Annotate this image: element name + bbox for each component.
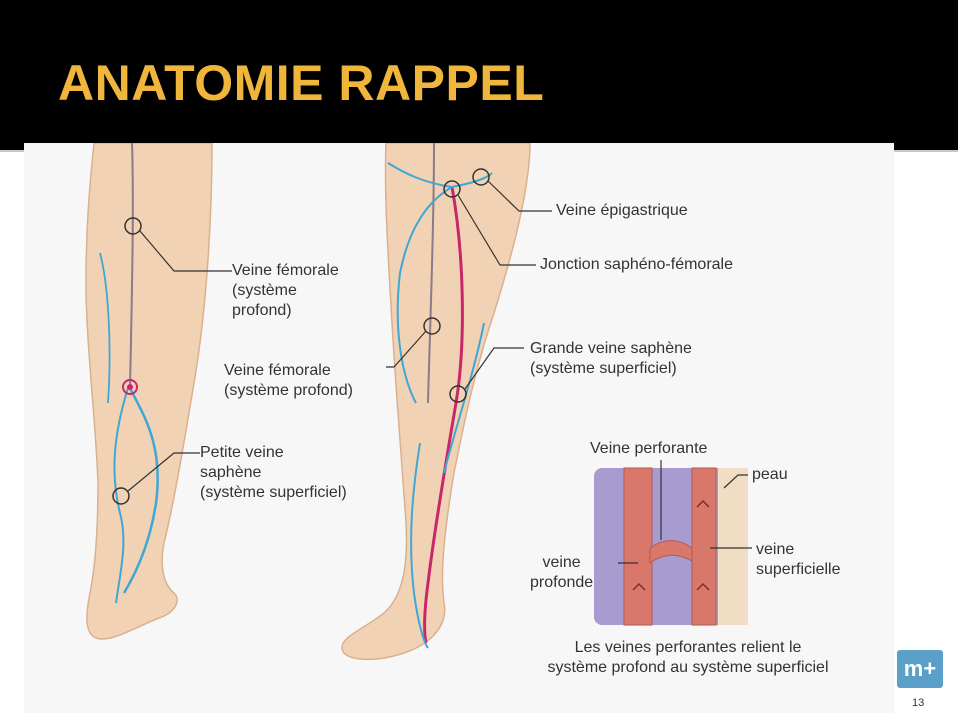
posterior-leg-skin <box>85 143 213 640</box>
anterior-superficial-vein-2 <box>443 322 485 474</box>
slide-title: ANATOMIE RAPPEL <box>58 55 545 111</box>
inset-superficial-vein <box>691 467 717 626</box>
label-grande-veine-saphene: Grande veine saphène (système superficie… <box>530 340 692 377</box>
brand-logo: m+ <box>897 650 943 688</box>
marker-posterior-femoral <box>124 217 142 235</box>
great-saphenous-vein <box>423 186 464 644</box>
inset-skin-layer <box>718 468 748 625</box>
label-peau: peau <box>752 466 788 483</box>
anterior-leg <box>341 143 552 661</box>
inset-deep-vein <box>623 467 653 626</box>
epigastric-vein <box>451 172 493 188</box>
label-veine-femorale-anterior: Veine fémorale (système profond) <box>224 362 353 399</box>
anterior-superficial-vein-3 <box>410 442 429 649</box>
posterior-superficial-vein <box>113 387 129 604</box>
marker-great-saphenous <box>449 385 467 403</box>
label-veine-perforante: Veine perforante <box>590 440 708 457</box>
marker-junction <box>443 180 461 198</box>
inset-valve-deep <box>632 582 646 591</box>
label-veine-epigastrique: Veine épigastrique <box>556 202 688 219</box>
label-petite-veine-saphene: Petite veine saphène (système superficie… <box>200 444 347 501</box>
marker-epigastric <box>472 168 490 186</box>
label-veine-superficielle: veine superficielle <box>756 541 841 578</box>
anterior-femoral-vein <box>427 143 435 404</box>
inset-caption: Les veines perforantes relient le systèm… <box>547 639 829 676</box>
title-bar: ANATOMIE RAPPEL <box>0 0 958 150</box>
anterior-leg-skin <box>341 143 531 661</box>
leader-great-saphenous <box>464 347 524 390</box>
logo-text: m+ <box>903 656 937 681</box>
anterior-superficial-vein-1 <box>396 186 453 404</box>
leader-small-saphenous <box>127 452 200 492</box>
small-saphenous-vein <box>122 387 159 594</box>
posterior-thigh-vein <box>99 252 111 404</box>
leader-junction <box>457 194 536 266</box>
slide-number: 13 <box>912 697 925 709</box>
posterior-femoral-vein <box>129 143 134 389</box>
marker-anterior-femoral <box>423 317 441 335</box>
leader-epigastric <box>487 180 552 212</box>
anatomy-figure: Veine fémorale (système profond) Petite … <box>24 143 894 713</box>
label-veine-profonde: veine profonde <box>530 554 594 591</box>
inset-valve-superficial-high <box>696 499 710 508</box>
posterior-leg <box>85 143 232 640</box>
leader-anterior-femoral <box>386 330 427 368</box>
perforator-inset <box>594 460 752 626</box>
marker-popliteal <box>122 379 138 395</box>
leader-posterior-femoral <box>139 230 232 272</box>
label-jonction: Jonction saphéno-fémorale <box>540 256 734 273</box>
leader-peau <box>723 474 748 489</box>
anatomy-illustration <box>85 143 752 661</box>
label-veine-femorale-posterior: Veine fémorale (système profond) <box>232 262 339 319</box>
marker-popliteal-dot <box>127 384 133 390</box>
marker-small-saphenous <box>112 487 130 505</box>
inset-valve-superficial-low <box>696 582 710 591</box>
inset-perforator <box>649 540 693 564</box>
